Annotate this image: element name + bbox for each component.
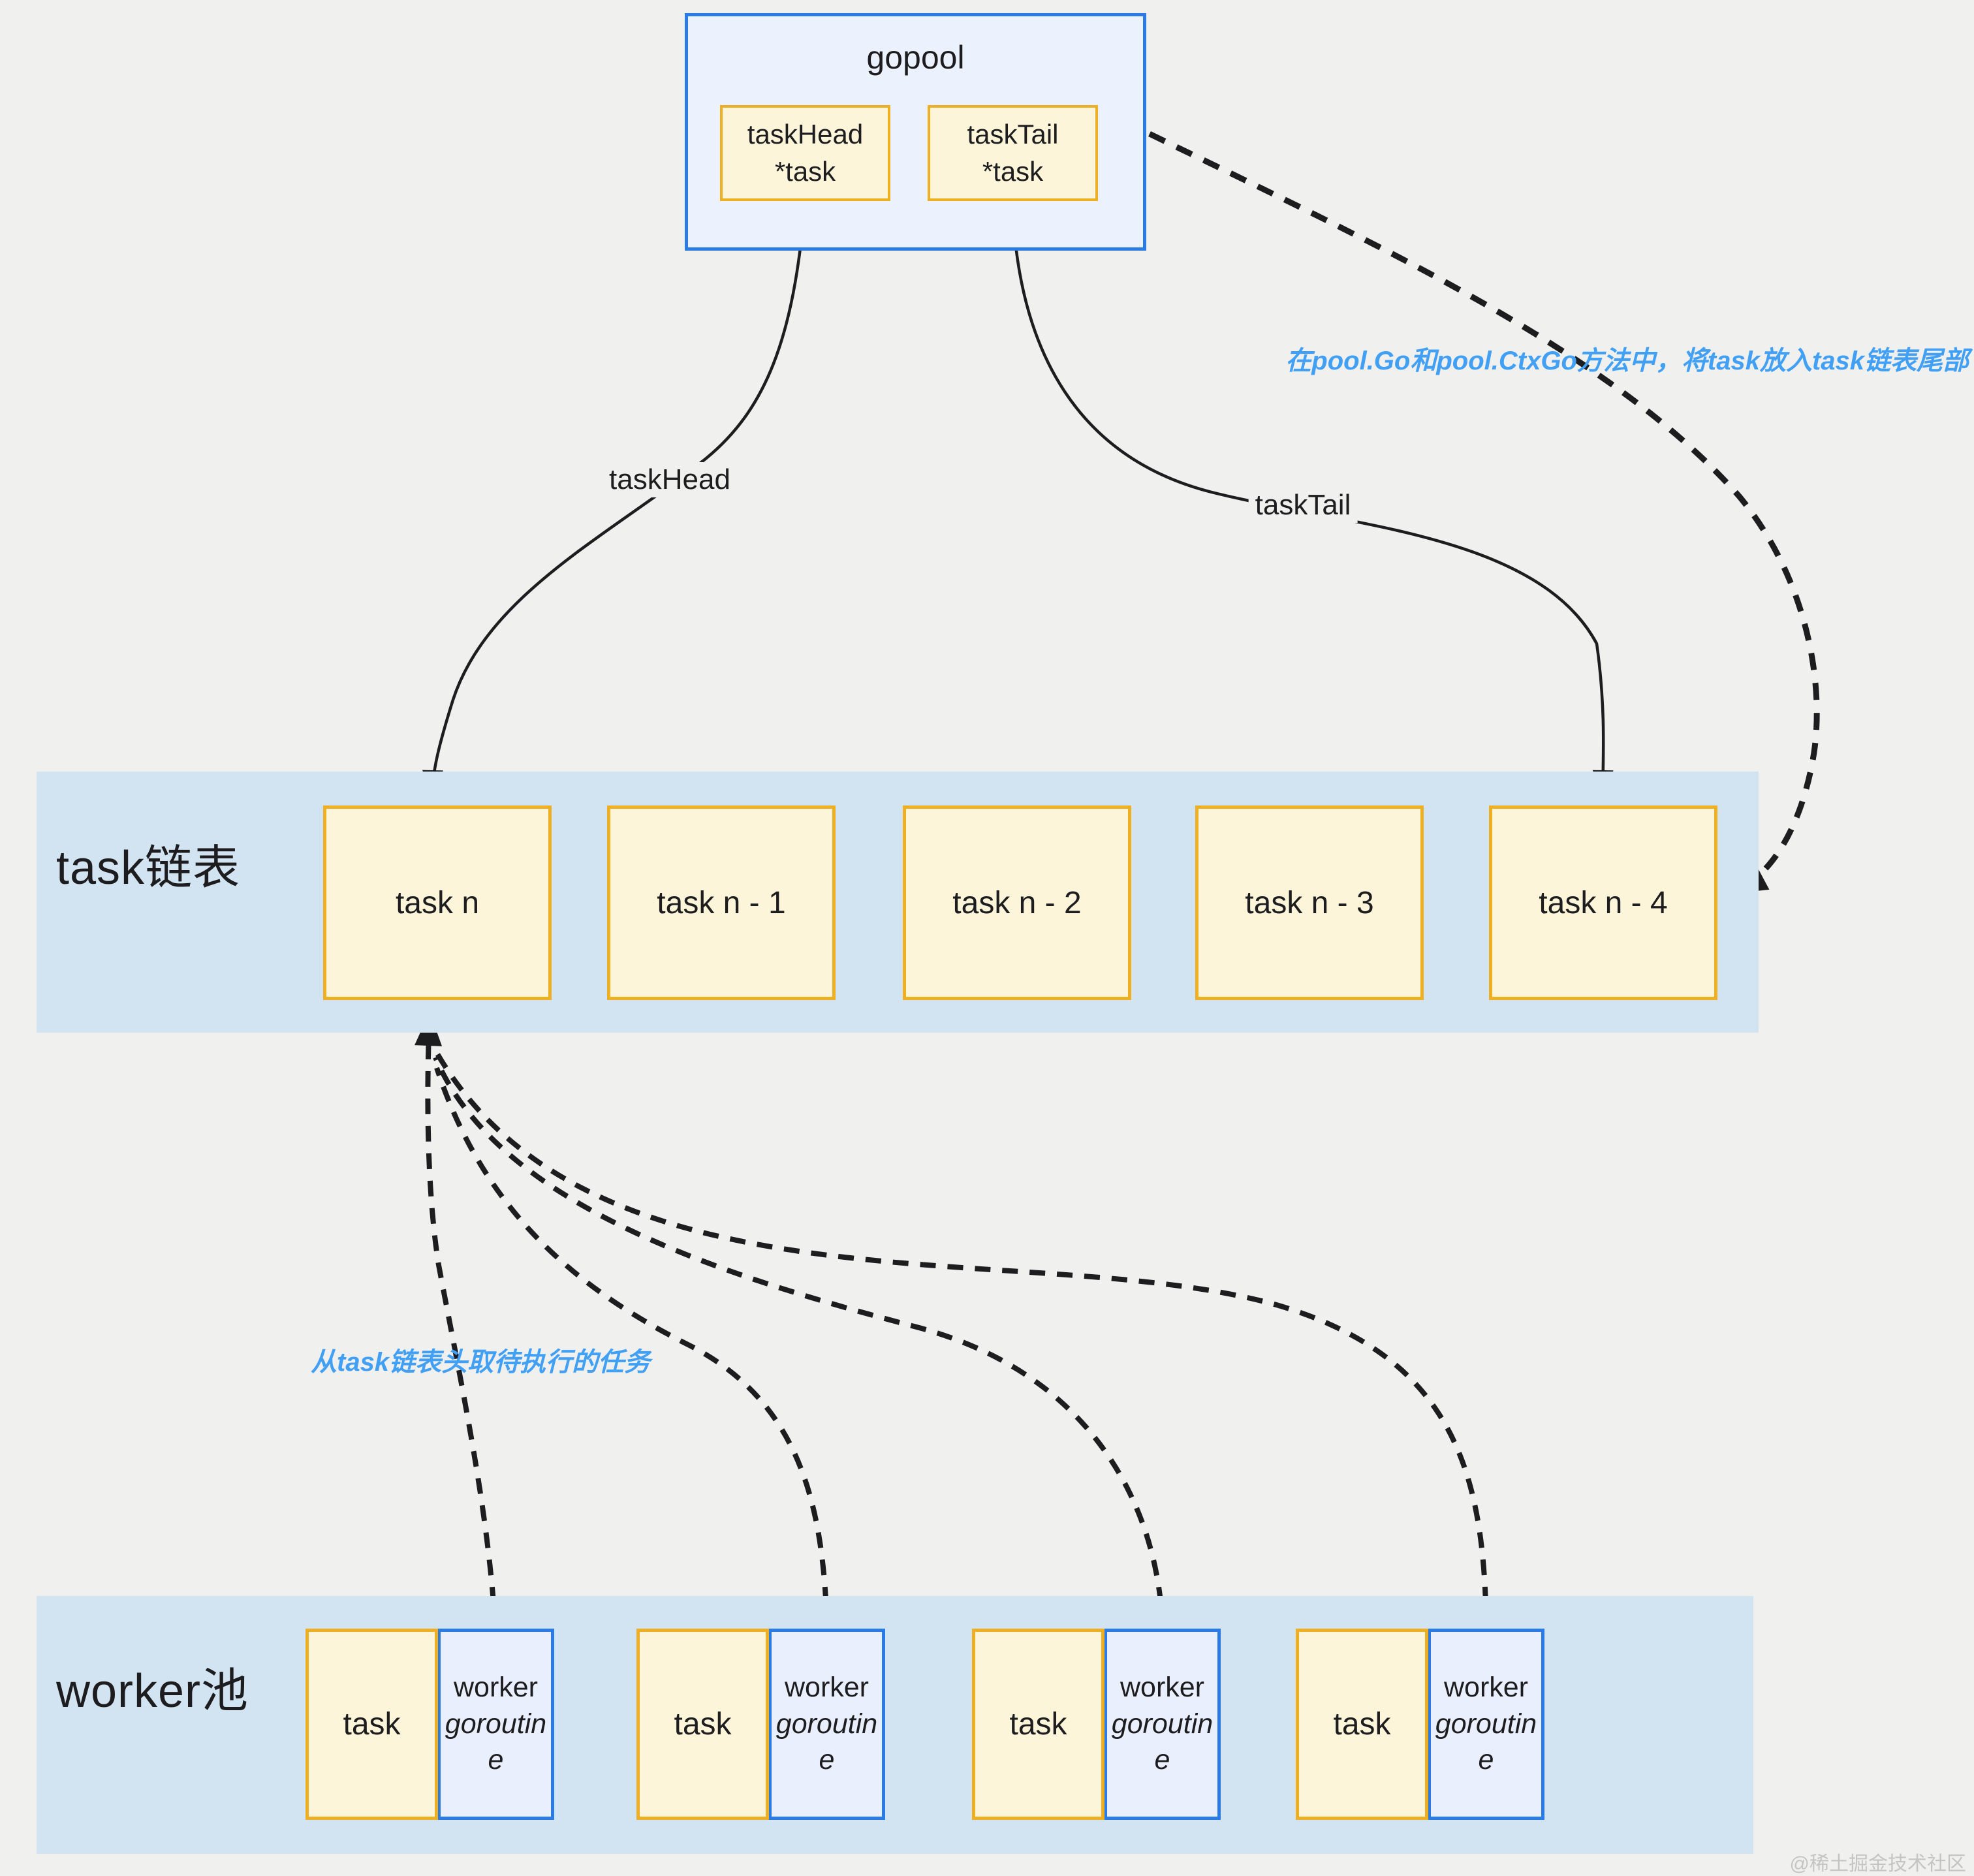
worker1-task-label: task — [343, 1707, 401, 1742]
worker3-task-box: task — [972, 1629, 1104, 1820]
worker2-worker-label: worker — [784, 1671, 870, 1703]
dequeue-dashed-curve-worker2 — [434, 1067, 830, 1631]
worker2-goroutine-box: worker goroutine — [769, 1629, 885, 1820]
worker3-worker-label: worker — [1120, 1671, 1205, 1703]
worker1-goroutine-box: worker goroutine — [438, 1629, 554, 1820]
taskhead-field-name: taskHead — [747, 118, 864, 149]
worker-unit-3: task worker goroutine — [972, 1629, 1221, 1820]
worker-unit-1: task worker goroutine — [306, 1629, 554, 1820]
watermark: @稀土掘金技术社区 — [1789, 1853, 1966, 1875]
worker1-task-box: task — [306, 1629, 438, 1820]
dequeue-dashed-curve-worker4 — [431, 1046, 1489, 1631]
worker-unit-2: task worker goroutine — [636, 1629, 885, 1820]
worker2-task-box: task — [636, 1629, 769, 1820]
worker2-task-label: task — [674, 1707, 732, 1742]
worker3-task-label: task — [1009, 1707, 1067, 1742]
tasktail-field-box: taskTail *task — [928, 105, 1098, 201]
task-list-title: task链表 — [56, 842, 241, 894]
worker4-worker-label: worker — [1443, 1671, 1529, 1703]
worker4-task-label: task — [1333, 1707, 1391, 1742]
worker-unit-4: task worker goroutine — [1296, 1629, 1544, 1820]
worker4-task-box: task — [1296, 1629, 1428, 1820]
taskhead-pointer-curve — [422, 203, 807, 796]
worker1-worker-label: worker — [453, 1671, 539, 1703]
gopool-title: gopool — [866, 39, 965, 76]
task-node-n-1: task n - 1 — [607, 805, 836, 1000]
task-node-n-3: task n - 3 — [1195, 805, 1424, 1000]
task-node-n-2: task n - 2 — [903, 805, 1131, 1000]
worker3-goroutine-label: goroutine — [1111, 1708, 1214, 1776]
taskhead-edge-label: taskHead — [603, 462, 737, 497]
enqueue-dashed-arrow — [1148, 131, 1820, 894]
worker4-goroutine-label: goroutine — [1435, 1708, 1537, 1776]
task-node-n: task n — [323, 805, 552, 1000]
worker1-goroutine-label: goroutine — [445, 1708, 547, 1776]
worker-pool-band: worker池 task worker goroutine task worke… — [37, 1596, 1753, 1854]
worker-pool-title: worker池 — [56, 1665, 249, 1717]
dequeue-dashed-curve-worker3 — [433, 1056, 1165, 1631]
tasktail-edge-label: taskTail — [1248, 488, 1358, 523]
tasktail-field-type: *task — [982, 155, 1044, 187]
gopool-struct-box: gopool taskHead *task taskTail *task — [685, 13, 1146, 251]
enqueue-annotation: 在pool.Go和pool.CtxGo方法中，将task放入task链表尾部 — [1285, 347, 1969, 375]
worker2-goroutine-label: goroutine — [776, 1708, 878, 1776]
taskhead-field-box: taskHead *task — [720, 105, 890, 201]
task-list-band: task链表 task n task n - 1 task n - 2 task… — [37, 772, 1759, 1033]
task-node-n-4: task n - 4 — [1489, 805, 1717, 1000]
worker3-goroutine-box: worker goroutine — [1104, 1629, 1221, 1820]
taskhead-field-type: *task — [774, 155, 836, 187]
dequeue-annotation: 从task链表头取待执行的任务 — [311, 1348, 651, 1377]
tasktail-field-name: taskTail — [967, 118, 1059, 149]
worker4-goroutine-box: worker goroutine — [1428, 1629, 1544, 1820]
